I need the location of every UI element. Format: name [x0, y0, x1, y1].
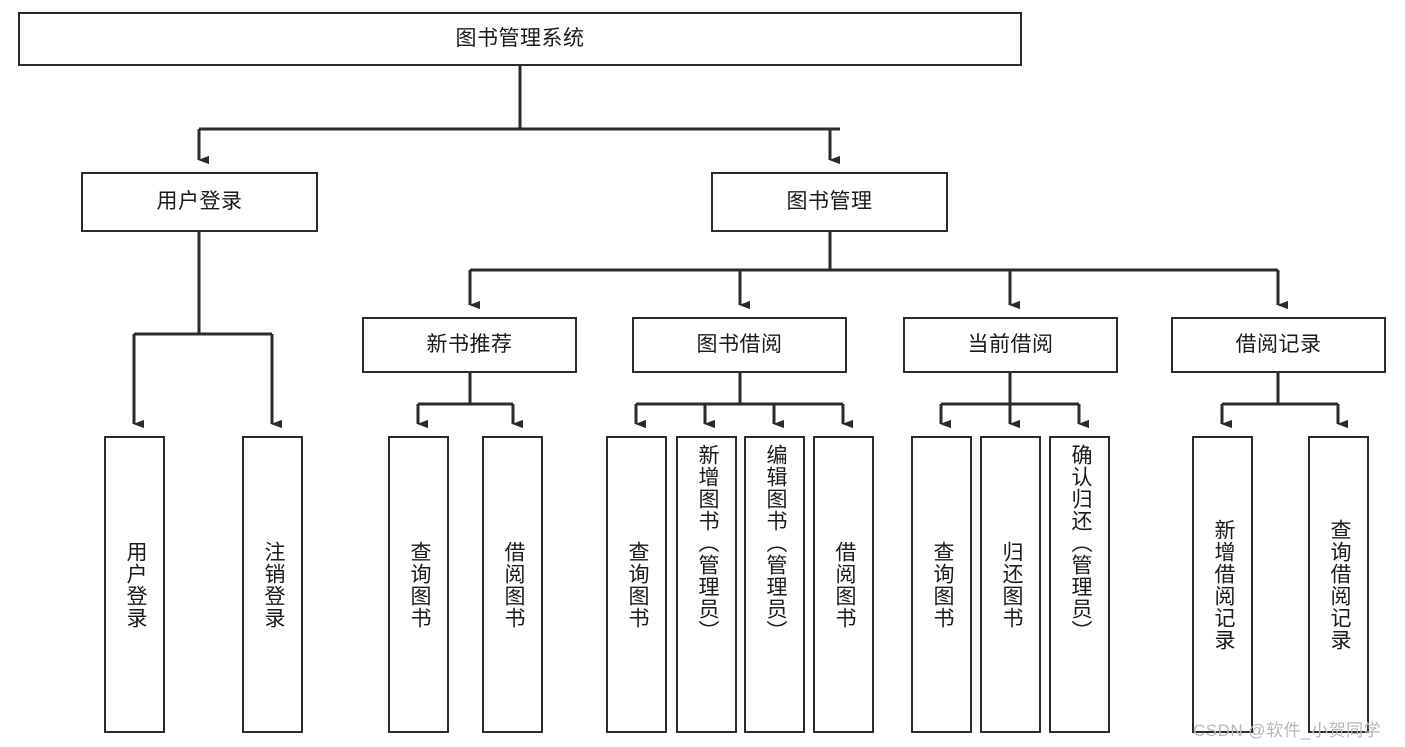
node-label: 注销登录: [261, 540, 285, 629]
node-leaf-add-book[interactable]: 新增图书（管理员）: [676, 436, 737, 733]
node-leaf-return-book[interactable]: 归还图书: [980, 436, 1041, 733]
node-label: 查询借阅记录: [1327, 518, 1351, 651]
node-leaf-borrow-book[interactable]: 借阅图书: [813, 436, 874, 733]
node-leaf-user-login[interactable]: 用户登录: [104, 436, 165, 733]
csdn-watermark: CSDN @软件_小贺同学: [1193, 721, 1382, 740]
node-leaf-confirm-return[interactable]: 确认归还（管理员）: [1049, 436, 1110, 733]
node-label: 借阅图书: [501, 540, 525, 629]
node-leaf-add-borrow-record[interactable]: 新增借阅记录: [1192, 436, 1253, 733]
node-label: 编辑图书（管理员）: [763, 444, 787, 642]
node-label: 用户登录: [123, 540, 147, 629]
node-root-book-management-system[interactable]: 图书管理系统: [18, 12, 1022, 66]
node-label: 当前借阅: [967, 333, 1054, 357]
node-label: 确认归还（管理员）: [1068, 444, 1092, 642]
node-label: 查询图书: [625, 540, 649, 629]
node-label: 查询图书: [930, 540, 954, 629]
node-label: 图书管理系统: [455, 27, 585, 51]
node-label: 查询图书: [407, 540, 431, 629]
node-leaf-query-book-recommend[interactable]: 查询图书: [388, 436, 449, 733]
node-label: 图书借阅: [696, 333, 783, 357]
node-label: 借阅图书: [832, 540, 856, 629]
node-user-login[interactable]: 用户登录: [81, 172, 318, 232]
node-leaf-query-borrow-record[interactable]: 查询借阅记录: [1308, 436, 1369, 733]
node-borrow-record[interactable]: 借阅记录: [1171, 317, 1386, 373]
node-book-manage[interactable]: 图书管理: [711, 172, 948, 232]
node-label: 用户登录: [156, 190, 243, 214]
node-leaf-borrow-book-recommend[interactable]: 借阅图书: [482, 436, 543, 733]
node-label: 新增借阅记录: [1211, 518, 1235, 651]
node-leaf-edit-book[interactable]: 编辑图书（管理员）: [744, 436, 805, 733]
node-leaf-query-book-borrow[interactable]: 查询图书: [606, 436, 667, 733]
node-label: 新增图书（管理员）: [695, 444, 719, 642]
node-leaf-user-logout[interactable]: 注销登录: [242, 436, 303, 733]
node-label: 新书推荐: [426, 333, 513, 357]
node-new-book-recommend[interactable]: 新书推荐: [362, 317, 577, 373]
node-label: 借阅记录: [1235, 333, 1322, 357]
node-current-borrow[interactable]: 当前借阅: [903, 317, 1118, 373]
node-leaf-query-book-current[interactable]: 查询图书: [911, 436, 972, 733]
node-label: 归还图书: [999, 540, 1023, 629]
node-book-borrow[interactable]: 图书借阅: [632, 317, 847, 373]
node-label: 图书管理: [786, 190, 873, 214]
